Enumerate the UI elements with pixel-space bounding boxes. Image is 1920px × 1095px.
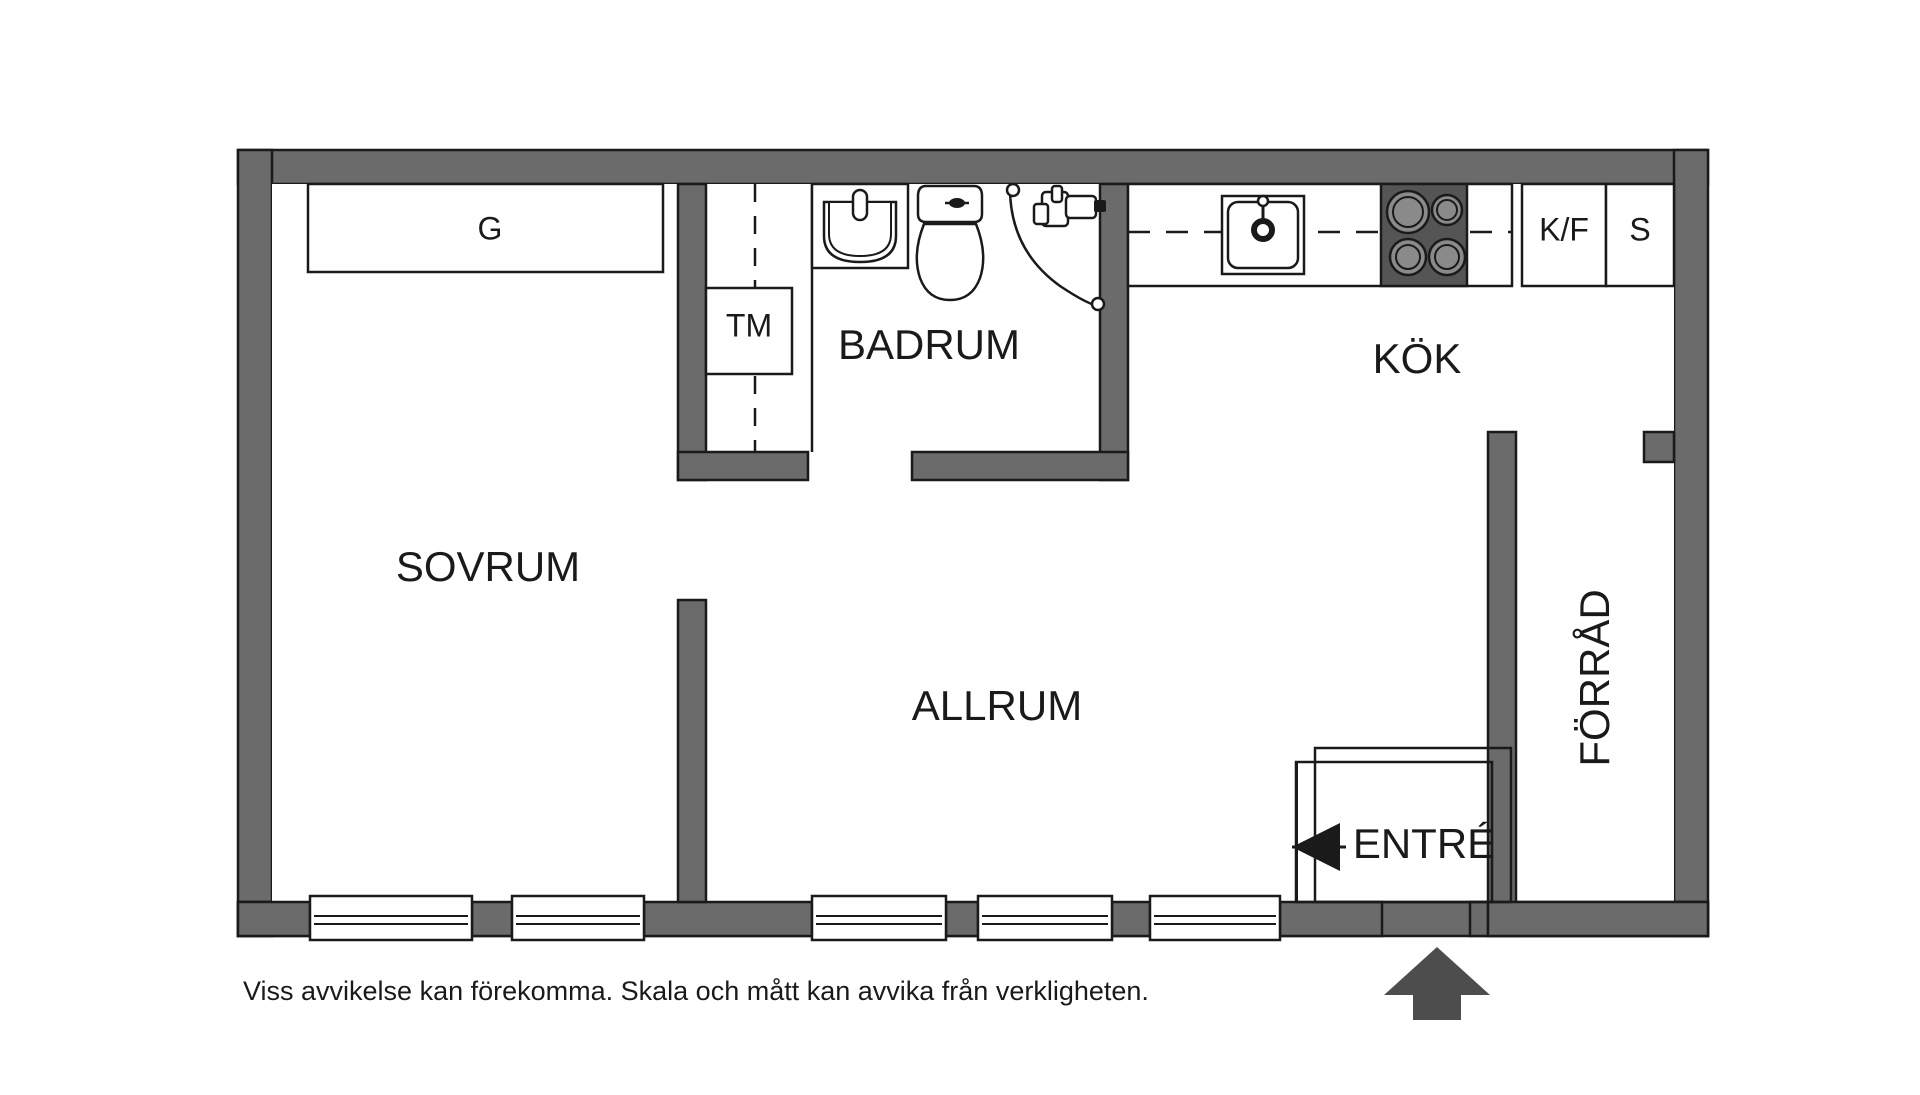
bathroom-sink xyxy=(810,182,910,270)
appliance-label-garderob: G xyxy=(478,210,503,246)
hall-and-washer xyxy=(704,184,814,452)
washing-machine-outline xyxy=(704,286,794,376)
wall-bottom-seg-6 xyxy=(1278,900,1384,938)
interior-walls xyxy=(676,182,1710,938)
wall-bottom-seg-1 xyxy=(236,900,312,938)
wall-badrum-right xyxy=(1098,182,1130,482)
wardrobe-g-outline xyxy=(306,182,665,274)
wall-badrum-bottom xyxy=(910,450,1130,482)
wardrobe-g xyxy=(306,182,665,274)
entre-vestibule xyxy=(1292,746,1513,904)
floor-fill xyxy=(272,184,1674,902)
appliance-labels: G TM K/F S xyxy=(478,210,1651,343)
shower-head-stem xyxy=(1050,184,1064,204)
appliance-label-skafferi: S xyxy=(1629,211,1650,247)
fridge-freezer-box xyxy=(1520,182,1608,288)
room-label-sovrum: SOVRUM xyxy=(396,543,580,590)
appliance-label-kyl-frys: K/F xyxy=(1539,211,1589,247)
window-3 xyxy=(810,894,948,942)
wall-bottom-seg-4 xyxy=(944,900,980,938)
shower-pivot xyxy=(1005,182,1021,198)
shower-mixer-knob xyxy=(1094,200,1106,212)
room-labels: SOVRUM BADRUM KÖK ALLRUM ENTRÉ FÖRRÅD xyxy=(396,321,1618,867)
bathroom-sink-basin-inner xyxy=(828,201,892,258)
entrance-arrow-icon xyxy=(1384,947,1490,1020)
toilet-bowl xyxy=(915,222,985,302)
bathroom-sink-faucet xyxy=(851,188,869,222)
room-label-badrum: BADRUM xyxy=(838,321,1020,368)
toilet xyxy=(915,184,985,302)
wall-forrad-top-stub xyxy=(1642,430,1676,464)
entrance-arrow xyxy=(1384,947,1490,1020)
bottom-wall-and-windows xyxy=(236,894,1710,942)
entre-jamb xyxy=(1296,762,1298,902)
kitchen-counter xyxy=(1126,182,1676,288)
window-2 xyxy=(510,894,646,942)
shower-pivot-2 xyxy=(1090,296,1106,312)
kitchen-sink xyxy=(1220,194,1306,276)
stove-cooktop xyxy=(1379,182,1469,288)
room-label-kok: KÖK xyxy=(1373,335,1462,382)
wall-forrad-bottom xyxy=(1486,900,1710,938)
room-label-forrad: FÖRRÅD xyxy=(1571,589,1618,766)
window-4 xyxy=(976,894,1114,942)
appliance-label-tvattmaskin: TM xyxy=(726,307,772,343)
kitchen-sink-drain xyxy=(1251,218,1275,242)
room-label-entre: ENTRÉ xyxy=(1353,820,1495,867)
wall-sovrum-right-upper xyxy=(676,182,708,482)
shower-curve xyxy=(1008,187,1101,308)
wall-bottom-seg-3 xyxy=(642,900,814,938)
wall-bottom-seg-2 xyxy=(470,900,514,938)
window-1 xyxy=(308,894,474,942)
pantry-box xyxy=(1604,182,1676,288)
room-label-allrum: ALLRUM xyxy=(912,682,1082,729)
kitchen-sink-faucet-head xyxy=(1256,194,1270,208)
wall-exterior-right xyxy=(1672,148,1710,938)
wall-sovrum-allrum xyxy=(676,598,708,904)
shower-mixer xyxy=(1005,182,1106,312)
window-5 xyxy=(1148,894,1282,942)
wall-exterior-left xyxy=(236,148,274,938)
wall-hall-bottom-left xyxy=(676,450,810,482)
floor-area xyxy=(272,184,1674,902)
disclaimer-caption: Viss avvikelse kan förekomma. Skala och … xyxy=(243,976,1149,1006)
shower-spout xyxy=(1032,202,1050,226)
shower-mixer-handle xyxy=(1064,194,1098,220)
wall-bottom-seg-5 xyxy=(1110,900,1152,938)
wall-exterior-top xyxy=(236,148,1710,186)
